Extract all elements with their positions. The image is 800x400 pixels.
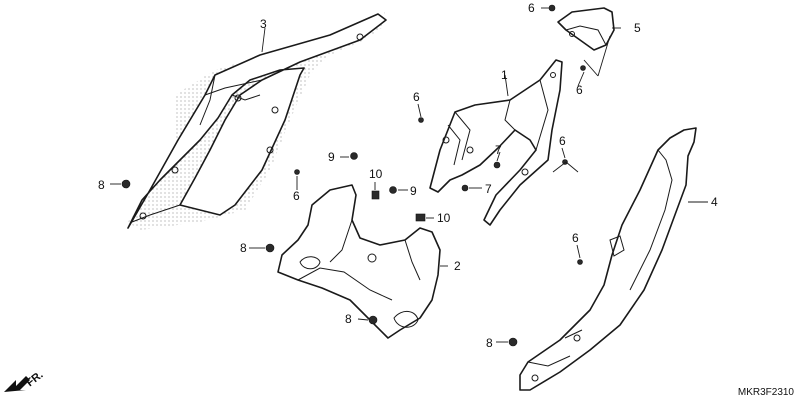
callout-1: 1 <box>501 68 508 82</box>
callout-8: 8 <box>345 312 352 326</box>
callout-6: 6 <box>293 189 300 203</box>
callout-7: 7 <box>485 182 492 196</box>
callouts: 3 5 6 6 1 6 6 9 7 10 7 9 6 8 4 10 6 8 2 … <box>98 1 718 350</box>
callout-8: 8 <box>486 336 493 350</box>
front-direction-arrow-icon: FR. <box>4 369 46 392</box>
side-cover-right <box>519 127 697 391</box>
callout-6: 6 <box>559 134 566 148</box>
callout-10: 10 <box>369 167 383 181</box>
upper-cap <box>557 7 615 51</box>
fasteners <box>121 4 586 347</box>
leader-lines <box>110 7 708 343</box>
callout-6: 6 <box>572 231 579 245</box>
callout-8: 8 <box>240 241 247 255</box>
side-cover-left <box>127 12 387 230</box>
callout-10: 10 <box>437 211 451 225</box>
callout-9: 9 <box>410 184 417 198</box>
callout-6: 6 <box>576 83 583 97</box>
callout-3: 3 <box>260 17 267 31</box>
callout-4: 4 <box>711 195 718 209</box>
direction-label: FR. <box>24 369 45 389</box>
callout-7: 7 <box>495 143 502 157</box>
callout-6: 6 <box>413 90 420 104</box>
callout-6: 6 <box>528 1 535 15</box>
callout-8: 8 <box>98 178 105 192</box>
callout-9: 9 <box>328 150 335 164</box>
inner-bracket <box>429 59 563 226</box>
callout-5: 5 <box>634 21 641 35</box>
center-lower-cover <box>277 184 441 339</box>
diagram-code: MKR3F2310 <box>737 387 794 398</box>
callout-2: 2 <box>454 259 461 273</box>
